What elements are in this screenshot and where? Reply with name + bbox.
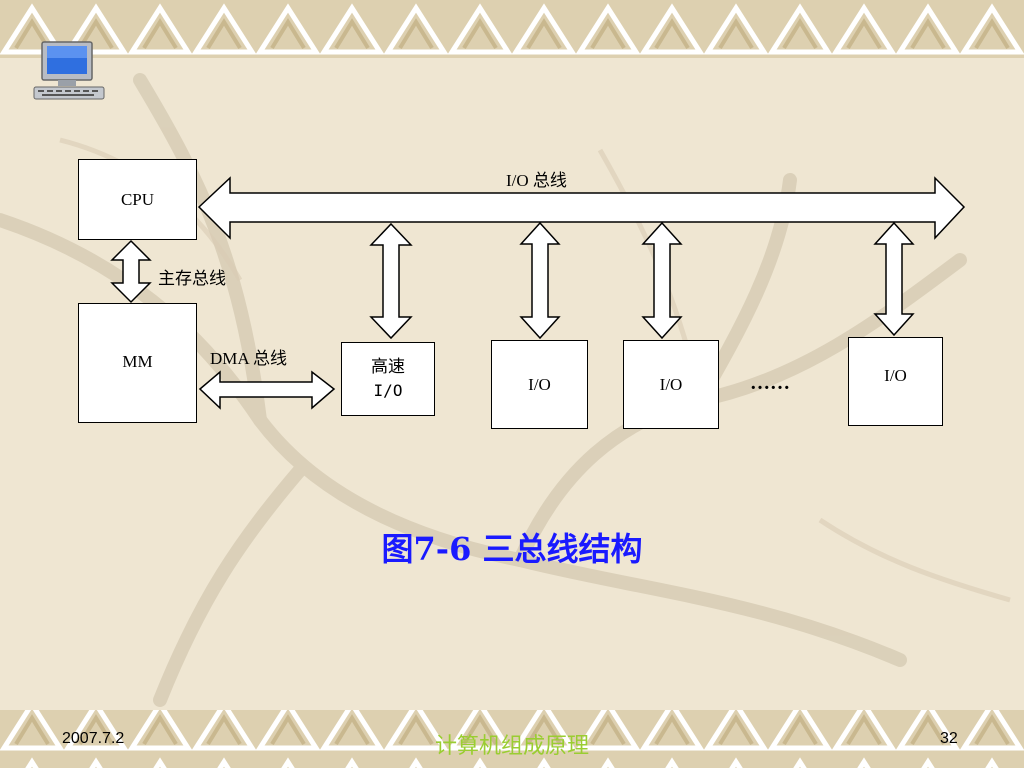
footer-course-text: 计算机组成原理	[434, 734, 589, 759]
io-arrow-3	[873, 221, 915, 337]
dma-bus-arrow	[198, 370, 336, 410]
io-label-2: I/O	[659, 374, 683, 394]
io-box-3: I/O	[848, 337, 943, 426]
io-bus-arrow	[197, 176, 966, 240]
cpu-label: CPU	[120, 189, 155, 209]
high-speed-io-arrow	[369, 222, 413, 340]
high-speed-io-box: 高速 I/O	[341, 342, 435, 416]
computer-icon	[33, 41, 105, 100]
io-arrow-2	[641, 221, 683, 340]
high-speed-io-line1: 高速	[371, 357, 405, 377]
mm-label: MM	[122, 352, 153, 371]
footer-date: 2007.7.2	[62, 730, 125, 747]
io-box-1: I/O	[491, 340, 588, 429]
footer-course-title: 计算机组成原理	[0, 728, 1024, 760]
high-speed-io-line2: I/O	[373, 381, 403, 400]
main-bus-arrow	[110, 239, 152, 304]
io-bus-label: I/O 总线	[506, 171, 567, 190]
io-label-3: I/O	[884, 366, 907, 385]
mm-box: MM	[78, 303, 197, 423]
ellipsis-label: ……	[750, 372, 790, 394]
io-box-2: I/O	[623, 340, 719, 429]
dma-bus-label: DMA 总线	[210, 349, 287, 368]
io-label-1: I/O	[528, 374, 551, 394]
io-arrow-1	[519, 221, 561, 340]
footer-page-number: 32	[940, 730, 958, 747]
cpu-box: CPU	[78, 159, 197, 240]
figure-caption: 图7-6 三总线结构	[381, 530, 643, 568]
main-bus-label: 主存总线	[158, 269, 226, 289]
